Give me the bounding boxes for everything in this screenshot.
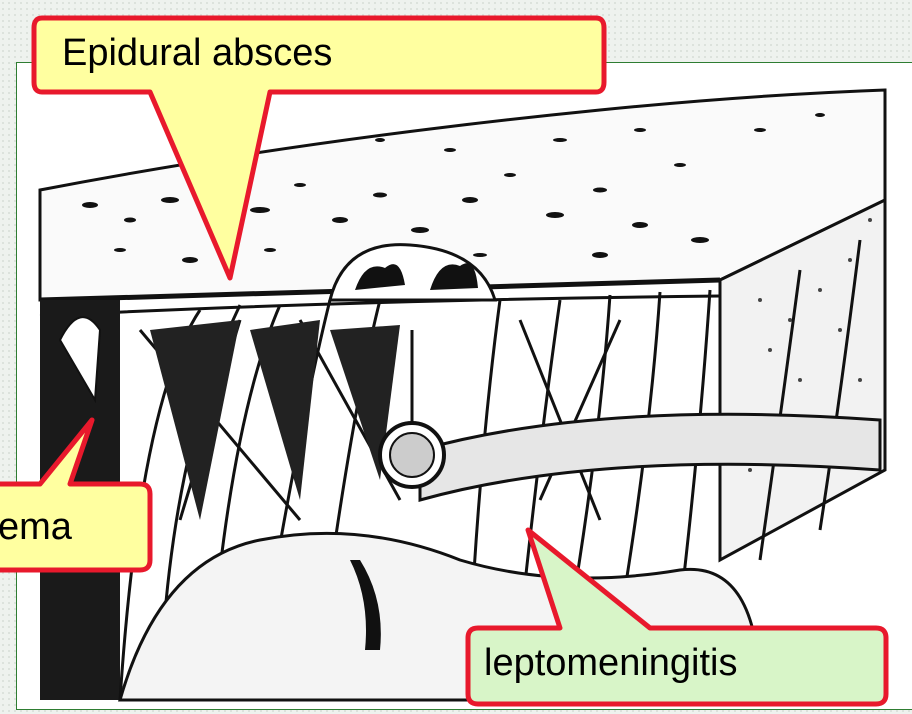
leptomeningitis-label: leptomeningitis	[484, 642, 737, 685]
epidural-abscess-label: Epidural absces	[62, 32, 332, 75]
empyema-label: ema	[0, 506, 72, 549]
